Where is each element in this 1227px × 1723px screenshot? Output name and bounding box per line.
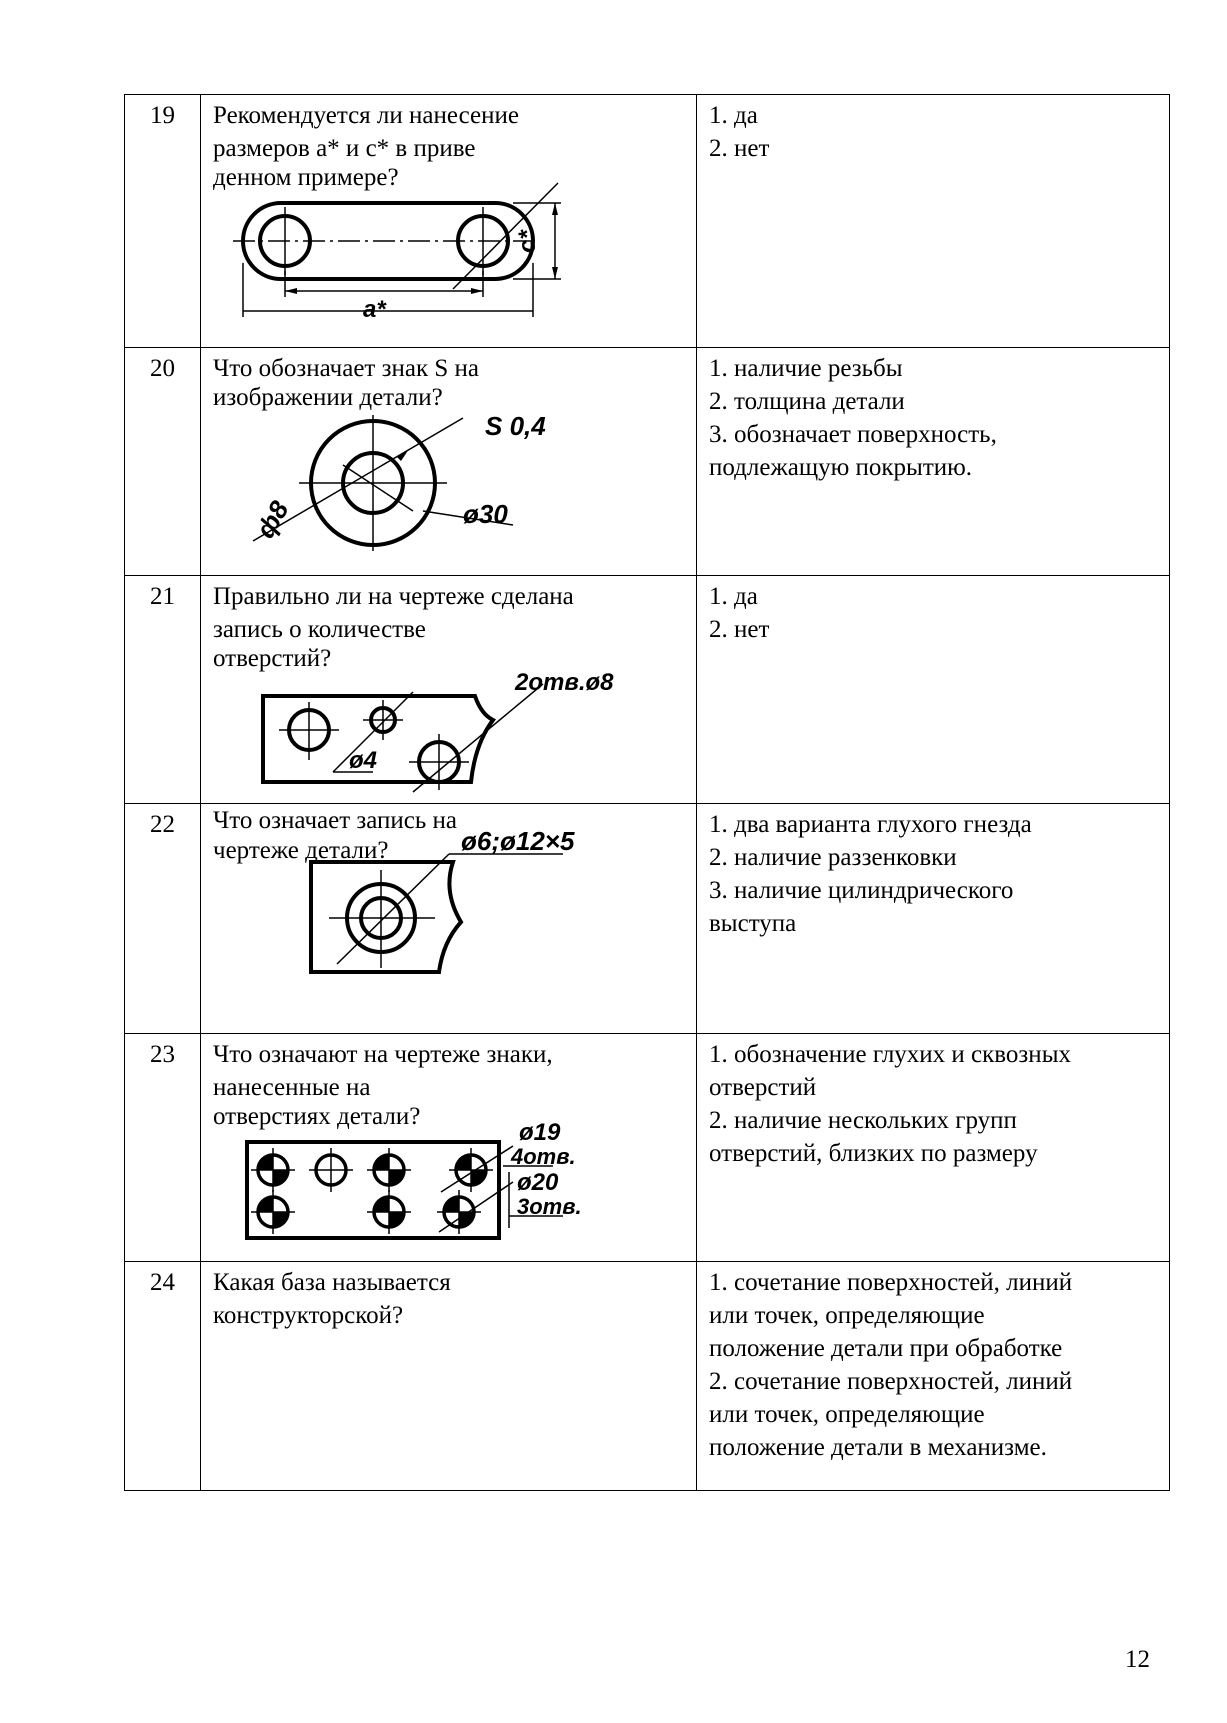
question-number: 20 (124, 347, 201, 576)
answers-cell: 1. наличие резьбы 2. толщина детали 3. о… (696, 347, 1170, 576)
drawing-slot-dimensions: а* с* (233, 182, 561, 323)
question-line: конструкторской? (213, 1302, 404, 1329)
dimension-label: ø30 (463, 499, 508, 529)
question-number: 21 (124, 575, 201, 804)
question-line: Рекомендуется ли нанесение (213, 102, 519, 129)
answer-option: 2. нет (709, 616, 770, 643)
answer-option: 1. да (709, 102, 758, 129)
answer-option: 1. наличие резьбы (709, 355, 903, 382)
dimension-label: а* (363, 296, 387, 323)
answers-cell: 1. сочетание поверхностей, линий или точ… (696, 1261, 1170, 1491)
question-line: Что обозначает знак S на (213, 355, 479, 382)
answer-option: отверстий (709, 1074, 817, 1101)
question-cell: Что обозначает знак S на изображении дет… (200, 347, 697, 576)
question-line: Правильно ли на чертеже сделана (213, 583, 574, 610)
dimension-label: 3отв. (517, 1194, 582, 1219)
question-line: Что означают на чертеже знаки, (213, 1041, 553, 1068)
answer-option: или точек, определяющие (709, 1401, 985, 1428)
drawing-counterbore: ø6;ø12×5 (309, 826, 575, 974)
dimension-label: 2отв.ø8 (514, 669, 614, 696)
question-line: изображении детали? (213, 384, 443, 411)
question-line: Что означает запись на (213, 807, 458, 834)
answer-option: 2. наличие раззенковки (709, 844, 957, 871)
dimension-label: ø19 (519, 1119, 561, 1146)
answer-option: 2. нет (709, 135, 770, 162)
question-number: 22 (124, 803, 201, 1034)
answer-option: 1. да (709, 583, 758, 610)
question-line: денном примере? (213, 164, 399, 191)
page-number: 12 (1125, 1646, 1150, 1673)
question-number: 19 (124, 94, 201, 348)
table-row: 21 Правильно ли на чертеже сделана запис… (124, 575, 1170, 804)
dimension-label: ø6;ø12×5 (461, 826, 575, 856)
question-cell: Рекомендуется ли нанесение размеров а* и… (200, 94, 697, 348)
question-cell: Какая база называется конструкторской? (200, 1261, 697, 1491)
table-row: 23 Что означают на чертеже знаки, нанесе… (124, 1033, 1170, 1262)
question-number: 24 (124, 1261, 201, 1491)
drawing-plate-holes: 2отв.ø8 ø4 (261, 669, 614, 793)
answer-option: 3. наличие цилиндрического (709, 877, 1014, 904)
questions-table: 19 Рекомендуется ли нанесение размеров а… (124, 94, 1170, 1491)
dimension-label: ф8 (250, 495, 295, 543)
table-row: 19 Рекомендуется ли нанесение размеров а… (124, 94, 1170, 348)
question-line: чертеже детали? (213, 837, 389, 864)
answers-cell: 1. два варианта глухого гнезда 2. наличи… (696, 803, 1170, 1034)
answers-cell: 1. да 2. нет (696, 94, 1170, 348)
answer-option: 2. наличие нескольких групп (709, 1107, 1017, 1134)
drawing-disc-s-mark: S 0,4 ф8 ø30 (250, 411, 546, 551)
question-line: запись о количестве (213, 616, 426, 643)
answer-option: 2. сочетание поверхностей, линий (709, 1368, 1073, 1395)
answer-option: положение детали при обработке (709, 1335, 1063, 1362)
dimension-label: S 0,4 (485, 411, 546, 441)
dimension-label: с* (514, 229, 541, 253)
drawing-hole-groups: ø19 4отв. ø20 3отв. (245, 1119, 582, 1240)
question-line: размеров а* и с* в приве (213, 135, 476, 162)
answers-cell: 1. да 2. нет (696, 575, 1170, 804)
question-line: отверстиях детали? (213, 1103, 421, 1130)
answer-option: 1. два варианта глухого гнезда (709, 811, 1032, 838)
answer-option: или точек, определяющие (709, 1302, 985, 1329)
question-line: отверстий? (213, 645, 332, 672)
question-line: нанесенные на (213, 1074, 371, 1101)
question-line: Какая база называется (213, 1269, 451, 1296)
dimension-label: ø20 (517, 1169, 559, 1196)
answer-option: положение детали в механизме. (709, 1434, 1047, 1461)
question-number: 23 (124, 1033, 201, 1262)
answer-option: отверстий, близких по размеру (709, 1140, 1038, 1167)
question-cell: Правильно ли на чертеже сделана запись о… (200, 575, 697, 804)
answer-option: 1. сочетание поверхностей, линий (709, 1269, 1073, 1296)
table-row: 22 Что означает запись на чертеже детали… (124, 803, 1170, 1034)
answer-option: подлежащую покрытию. (709, 454, 973, 481)
dimension-label: 4отв. (510, 1144, 576, 1169)
answer-option: 2. толщина детали (709, 388, 905, 415)
answer-option: 1. обозначение глухих и сквозных (709, 1041, 1071, 1068)
question-cell: Что означают на чертеже знаки, нанесенны… (200, 1033, 697, 1262)
question-cell: Что означает запись на чертеже детали? ø… (200, 803, 697, 1034)
table-row: 20 Что обозначает знак S на изображении … (124, 347, 1170, 576)
answers-cell: 1. обозначение глухих и сквозных отверст… (696, 1033, 1170, 1262)
table-row: 24 Какая база называется конструкторской… (124, 1261, 1170, 1491)
answer-option: выступа (709, 910, 797, 937)
dimension-label: ø4 (349, 747, 377, 774)
answer-option: 3. обозначает поверхность, (709, 421, 997, 448)
